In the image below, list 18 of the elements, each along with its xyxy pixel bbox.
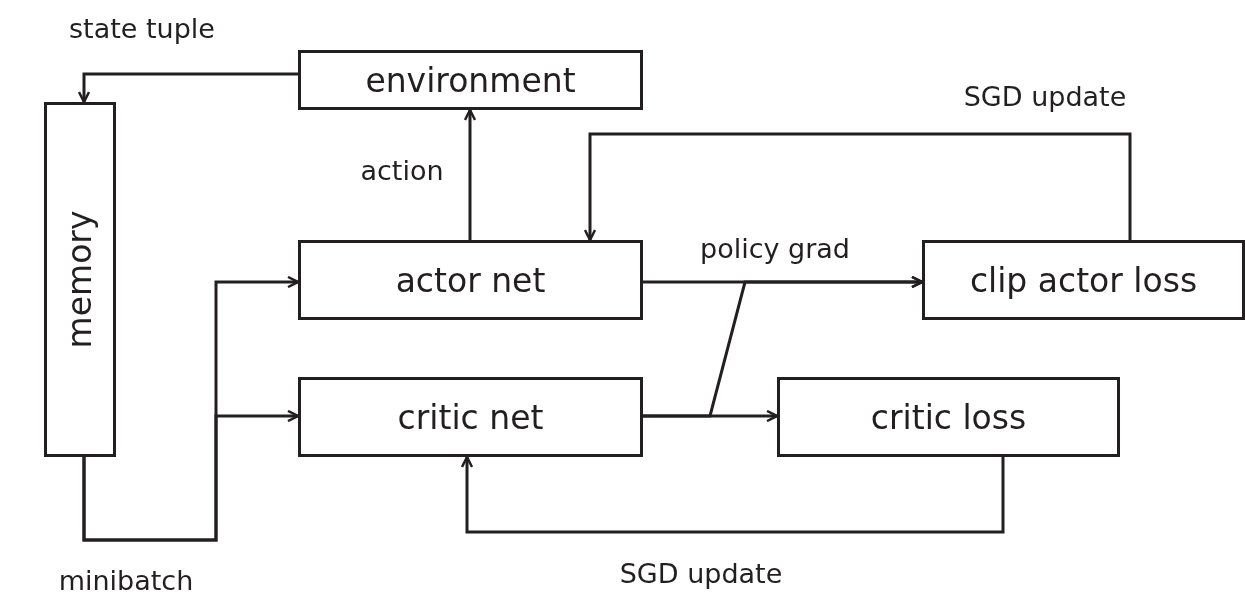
- arrow: [643, 409, 779, 423]
- process-box: [298, 240, 643, 320]
- arrow: [463, 108, 477, 240]
- arrow: [460, 455, 1005, 534]
- process-box: [922, 240, 1245, 320]
- node-label: clip actor loss: [969, 260, 1198, 300]
- process-box: [44, 102, 116, 457]
- process-box: [298, 50, 643, 110]
- node-label: environment: [365, 60, 576, 100]
- node-label: critic loss: [870, 397, 1027, 437]
- process-box: [777, 377, 1120, 457]
- node-label: critic net: [397, 397, 544, 437]
- arrow: [77, 72, 298, 104]
- node-label: memory: [60, 210, 100, 349]
- arrow: [82, 409, 300, 542]
- arrow: [583, 132, 1132, 242]
- process-box: [298, 377, 643, 457]
- node-label: actor net: [395, 260, 546, 300]
